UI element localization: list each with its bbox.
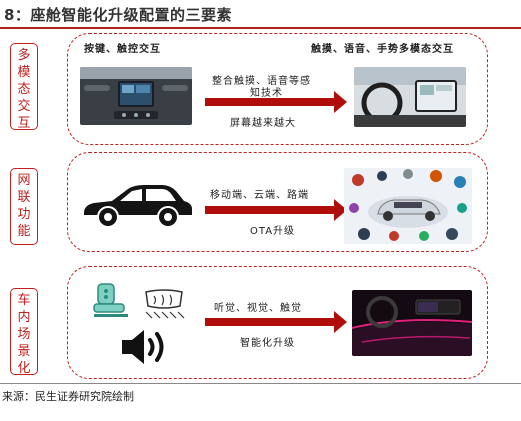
panel-scenario bbox=[67, 266, 488, 379]
arrow-right-icon bbox=[205, 199, 347, 221]
car-steering-screen-photo bbox=[354, 67, 466, 127]
side-char: 内 bbox=[17, 310, 31, 325]
right-caption: 触摸、语音、手势多模态交互 bbox=[311, 44, 454, 55]
arrow-bottom-label: 智能化升级 bbox=[240, 338, 295, 349]
arrow-top-label: 移动端、云端、路端 bbox=[210, 190, 309, 201]
side-label-scenario: 车 内 场 景 化 bbox=[10, 288, 38, 376]
car-silhouette-icon bbox=[78, 175, 196, 233]
source-note: 来源：民生证券研究院绘制 bbox=[2, 390, 134, 403]
side-char: 功 bbox=[17, 207, 31, 222]
arrow-bottom-label: 屏幕越来越大 bbox=[230, 118, 296, 129]
arrow-right-icon bbox=[205, 311, 347, 333]
side-char: 联 bbox=[17, 190, 31, 205]
massage-seat-icon bbox=[90, 282, 132, 320]
title-rule bbox=[0, 27, 521, 29]
side-char: 互 bbox=[17, 116, 31, 131]
arrow-top-line-1: 整合触摸、语音等感 bbox=[212, 76, 311, 87]
side-char: 态 bbox=[17, 82, 31, 97]
connected-car-photo bbox=[344, 168, 472, 244]
speaker-icon bbox=[118, 326, 170, 368]
seat-heater-icon bbox=[140, 288, 188, 322]
side-char: 交 bbox=[17, 99, 31, 114]
side-char: 场 bbox=[17, 327, 31, 342]
arrow-bottom-label: OTA升级 bbox=[250, 226, 296, 237]
side-char: 模 bbox=[17, 65, 31, 80]
side-char: 景 bbox=[17, 344, 31, 359]
left-caption: 按键、触控交互 bbox=[84, 44, 161, 55]
side-char: 车 bbox=[17, 293, 31, 308]
ambient-light-cabin-photo bbox=[352, 290, 472, 356]
side-label-multimodal: 多 模 态 交 互 bbox=[10, 43, 38, 131]
arrow-right-icon bbox=[205, 91, 347, 113]
arrow-top-label: 听觉、视觉、触觉 bbox=[214, 303, 302, 314]
side-label-connectivity: 网 联 功 能 bbox=[10, 168, 38, 245]
panel-connectivity bbox=[67, 152, 488, 252]
figure-title: 8：座舱智能化升级配置的三要素 bbox=[4, 6, 232, 24]
arrow-top-line-2: 知技术 bbox=[250, 88, 283, 99]
panel-multimodal bbox=[67, 33, 488, 145]
side-char: 能 bbox=[17, 224, 31, 239]
side-char: 网 bbox=[17, 173, 31, 188]
side-char: 多 bbox=[17, 48, 31, 63]
side-char: 化 bbox=[17, 361, 31, 376]
bottom-rule bbox=[0, 383, 521, 384]
car-dashboard-photo bbox=[80, 67, 192, 125]
